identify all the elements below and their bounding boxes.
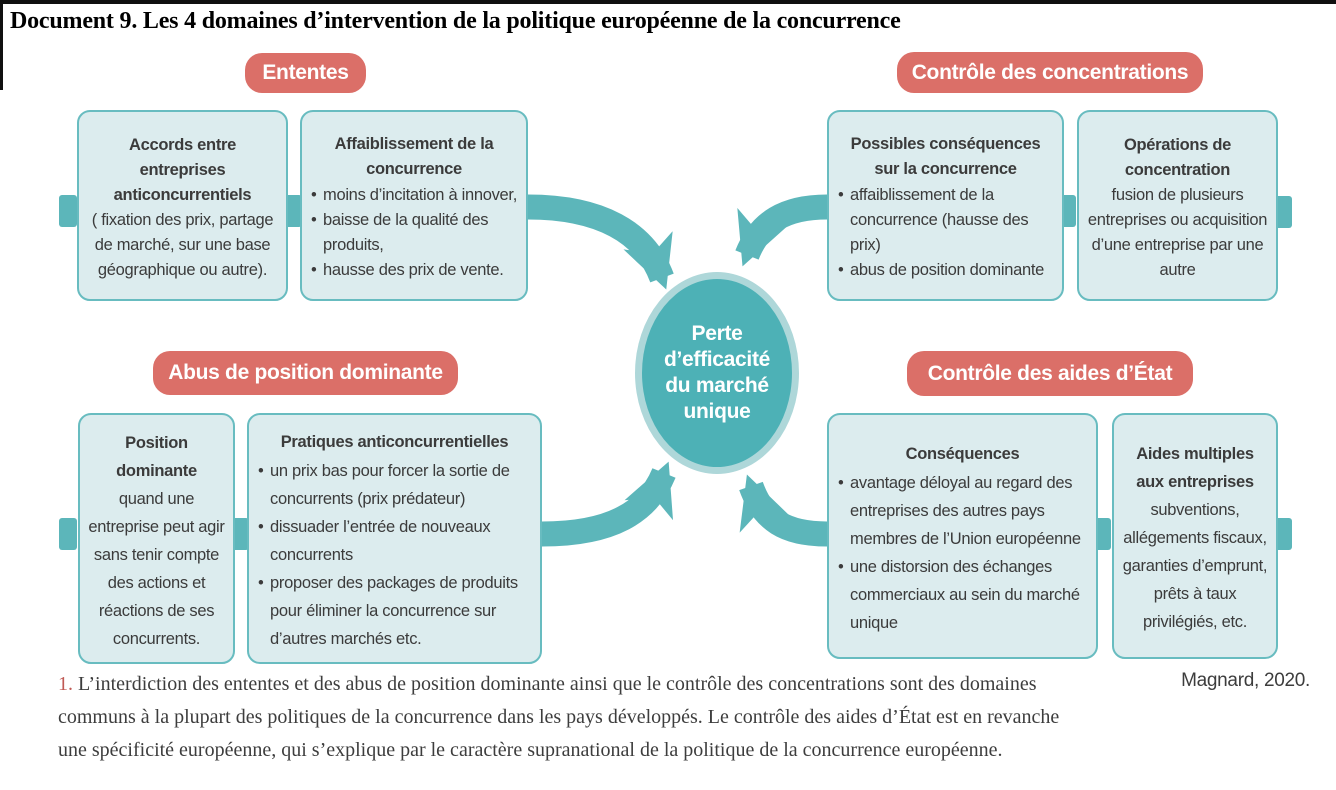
bullet-item: abus de position dominante <box>837 258 1054 283</box>
source-credit: Magnard, 2020. <box>1181 670 1310 691</box>
bullet-item: affaiblissement de la concurrence (hauss… <box>837 183 1054 258</box>
box-heading: Pratiques anticoncurrentielles <box>280 433 509 451</box>
arrow-bottom-left <box>541 461 676 547</box>
box-pratiques-anticoncurrentielles: Pratiques anticoncurrentielles un prix b… <box>247 413 542 664</box>
connector-tab <box>59 195 77 227</box>
box-heading: Opérations de concentration <box>1123 135 1232 179</box>
box-heading: Affaiblissement de la concurrence <box>334 135 494 178</box>
footnote-line: communs à la plupart des politiques de l… <box>58 706 1060 728</box>
arrow-top-left <box>527 194 674 290</box>
bullet-item: hausse des prix de vente. <box>310 258 518 283</box>
bullet-list: moins d’incitation à innover, baisse de … <box>310 183 518 283</box>
box-body: subventions, allégements fiscaux, garant… <box>1122 501 1268 631</box>
box-accords-anticoncurrentiels: Accords entre entreprises anticoncurrent… <box>77 110 288 301</box>
bullet-item: avantage déloyal au regard des entrepris… <box>837 469 1088 553</box>
bullet-item: moins d’incitation à innover, <box>310 183 518 208</box>
footnote-text: L’interdiction des ententes et des abus … <box>78 673 1037 695</box>
bullet-item: baisse de la qualité des produits, <box>310 208 518 258</box>
footnote-line: une spécificité européenne, qui s’expliq… <box>58 739 1003 761</box>
box-heading: Position dominante <box>116 433 197 480</box>
page-title: Document 9. Les 4 domaines d’interventio… <box>10 8 901 34</box>
box-body: ( fixation des prix, partage de marché, … <box>91 210 274 279</box>
central-ellipse: Perte d’efficacité du marché unique <box>635 272 799 474</box>
badge-controle-concentrations: Contrôle des concentrations <box>897 52 1203 93</box>
page-edge-mark <box>0 4 3 90</box>
box-operations-concentration: Opérations de concentration fusion de pl… <box>1077 110 1278 301</box>
box-body: quand une entreprise peut agir sans teni… <box>88 489 225 648</box>
connector-tab <box>284 195 302 227</box>
badge-abus-position-dominante: Abus de position dominante <box>153 351 458 395</box>
bullet-item: un prix bas pour forcer la sortie de con… <box>257 457 532 513</box>
box-position-dominante: Position dominante quand une entreprise … <box>78 413 235 664</box>
arrow-top-right <box>735 194 828 267</box>
footnote-number: 1. <box>58 673 73 695</box>
connector-tab <box>59 518 77 550</box>
bullet-item: proposer des packages de produits pour é… <box>257 569 532 653</box>
bullet-list: un prix bas pour forcer la sortie de con… <box>257 457 532 653</box>
box-heading: Conséquences <box>905 444 1020 463</box>
central-ellipse-label: Perte d’efficacité du marché unique <box>663 322 771 423</box>
connector-tab <box>1274 196 1292 228</box>
bullet-list: affaiblissement de la concurrence (hauss… <box>837 183 1054 283</box>
box-heading: Possibles conséquences sur la concurrenc… <box>850 135 1041 178</box>
box-possibles-consequences: Possibles conséquences sur la concurrenc… <box>827 110 1064 301</box>
box-heading: Aides multiples aux entreprises <box>1136 445 1254 491</box>
badge-controle-aides-etat: Contrôle des aides d’État <box>907 351 1193 396</box>
bullet-item: dissuader l’entrée de nouveaux concurren… <box>257 513 532 569</box>
connector-tab <box>1274 518 1292 550</box>
box-heading: Accords entre entreprises anticoncurrent… <box>113 135 252 204</box>
box-consequences-aides: Conséquences avantage déloyal au regard … <box>827 413 1098 659</box>
bullet-item: une distorsion des échanges commerciaux … <box>837 553 1088 637</box>
box-body: fusion de plusieurs entreprises ou acqui… <box>1087 185 1268 279</box>
box-aides-multiples: Aides multiples aux entreprises subventi… <box>1112 413 1278 659</box>
box-affaiblissement-concurrence: Affaiblissement de la concurrence moins … <box>300 110 528 301</box>
bullet-list: avantage déloyal au regard des entrepris… <box>837 469 1088 637</box>
footnote: 1. L’interdiction des ententes et des ab… <box>58 668 1198 767</box>
badge-ententes: Ententes <box>245 53 366 93</box>
arrow-bottom-right <box>739 474 828 547</box>
footnote-line: 1. L’interdiction des ententes et des ab… <box>58 668 1198 701</box>
connector-tab <box>231 518 249 550</box>
